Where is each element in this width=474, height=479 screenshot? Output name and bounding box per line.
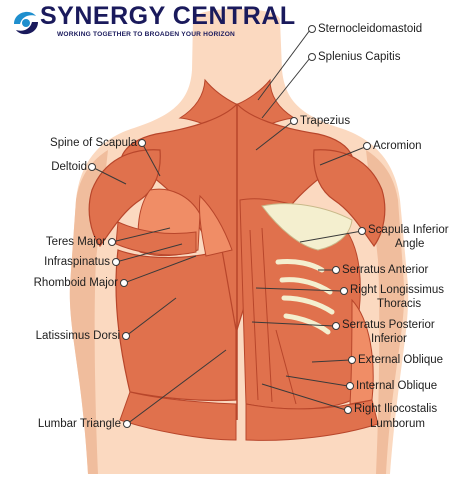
label-right-longissimus-line1: Right Longissimus [350,284,444,296]
leader-trapezius [255,121,293,151]
label-rhomboid-major: Rhomboid Major [33,277,118,289]
label-latissimus-dorsi: Latissimus Dorsi [35,330,120,342]
leader-latissimus-dorsi [125,297,177,337]
label-internal-oblique: Internal Oblique [356,380,438,392]
label-splenius-capitis: Splenius Capitis [318,51,401,63]
dot-serratus-anterior [332,266,340,274]
leader-spine-of-scapula [141,142,161,177]
dot-scapula-inferior-angle [358,227,366,235]
label-serratus-posterior-line1: Serratus Posterior [342,319,435,331]
dot-latissimus-dorsi [122,332,130,340]
label-right-iliocostalis-line1: Right Iliocostalis [354,403,438,415]
dot-serratus-posterior [332,322,340,330]
longissimus-strand-3 [275,329,297,405]
leader-external-oblique [311,359,351,363]
label-spine-of-scapula: Spine of Scapula [50,137,137,149]
rib-4 [283,313,331,335]
rib-3 [281,295,335,315]
scapula-right [261,203,353,251]
dot-acromion [363,142,371,150]
label-infraspinatus: Infraspinatus [44,256,110,268]
label-sternocleidomastoid: Sternocleidomastoid [318,23,423,35]
deltoid-right [313,149,386,248]
longissimus-strand-1 [249,229,259,401]
label-scapula-inferior-angle-line2: Angle [395,238,425,250]
brand-tagline: WORKING TOGETHER TO BROADEN YOUR HORIZON [57,31,235,38]
leader-sternocleidomastoid [257,29,311,101]
dot-trapezius [290,117,298,125]
label-scapula-inferior-angle-line1: Scapula Inferior [368,224,449,236]
latissimus-dorsi-left [115,249,237,402]
label-acromion: Acromion [373,140,422,152]
longissimus-strand-2 [261,227,273,403]
lumbar-region [119,391,237,441]
dot-external-oblique [348,356,356,364]
leader-lumbar-triangle [126,349,227,425]
leader-rhomboid-major [123,255,197,284]
dot-rhomboid-major [120,279,128,287]
leader-scapula-inferior-angle [299,230,363,243]
leader-right-iliocostalis [261,383,347,411]
dot-deltoid [88,163,96,171]
teres-major-left [115,221,197,256]
dot-right-longissimus [340,287,348,295]
label-right-longissimus-line2: Thoracis [377,298,422,310]
leader-splenius-capitis [261,57,311,119]
leader-infraspinatus [115,243,183,263]
dot-internal-oblique [346,382,354,390]
label-serratus-posterior-line2: Inferior [371,333,407,345]
label-lumbar-triangle: Lumbar Triangle [37,418,121,430]
label-teres-major: Teres Major [45,236,106,248]
rhomboid-left [199,194,233,257]
dot-right-iliocostalis [344,406,352,414]
synergy-logo-icon [11,8,41,38]
leader-right-longissimus [255,287,343,292]
leader-teres-major [111,227,171,243]
leader-serratus-posterior [251,321,335,327]
leader-deltoid [93,167,127,185]
rib-1 [275,259,325,273]
label-external-oblique: External Oblique [358,354,444,366]
dot-lumbar-triangle [123,420,131,428]
dot-spine-of-scapula [138,139,146,147]
leader-acromion [319,146,366,166]
label-trapezius: Trapezius [300,115,351,127]
leader-internal-oblique [285,375,349,387]
dot-teres-major [108,238,116,246]
label-serratus-anterior: Serratus Anterior [342,264,429,276]
dot-infraspinatus [112,258,120,266]
dot-sternocleidomastoid [308,25,316,33]
label-right-iliocostalis-line2: Lumborum [370,418,425,430]
label-deltoid: Deltoid [51,161,87,173]
dot-splenius-capitis [308,53,316,61]
brand-name: SYNERGY CENTRAL [40,2,296,30]
